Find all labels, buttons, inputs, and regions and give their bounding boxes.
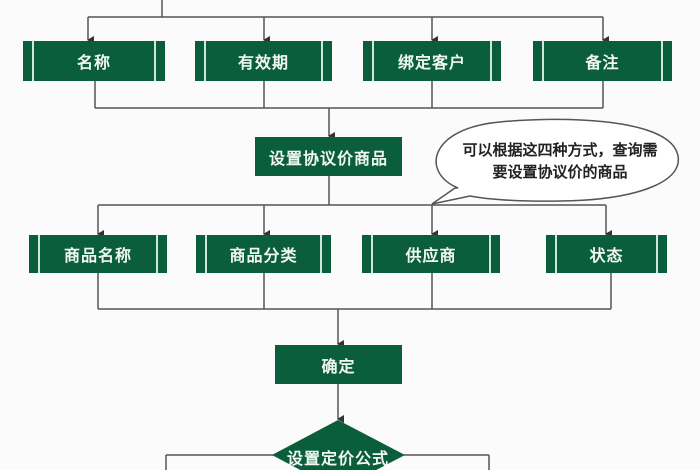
- product-category-box[interactable]: 商品分类: [196, 235, 331, 273]
- product-name-label: 商品名称: [63, 246, 132, 265]
- decision-diamond: [272, 420, 405, 470]
- supplier-label: 供应商: [405, 246, 457, 265]
- callout-bubble: [431, 118, 679, 205]
- callout-text: 可以根据这四种方式，查询需 要设置协议价的商品: [440, 139, 680, 183]
- product-name-box[interactable]: 商品名称: [29, 235, 167, 273]
- validity-period-box[interactable]: 有效期: [195, 41, 332, 81]
- remarks-label: 备注: [585, 53, 620, 72]
- status-label: 状态: [589, 246, 624, 265]
- bound-customer-label: 绑定客户: [397, 53, 466, 72]
- set-agreement-price-products-box[interactable]: 设置协议价商品: [255, 137, 402, 176]
- bound-customer-box[interactable]: 绑定客户: [363, 41, 501, 81]
- set-agreement-price-products-label: 设置协议价商品: [268, 148, 388, 168]
- product-category-label: 商品分类: [229, 246, 298, 265]
- validity-period-label: 有效期: [237, 53, 289, 72]
- status-box[interactable]: 状态: [546, 235, 667, 273]
- field-name-label: 名称: [76, 53, 111, 72]
- supplier-box[interactable]: 供应商: [362, 235, 500, 273]
- confirm-label: 确定: [321, 356, 356, 376]
- pricing-formula-label: 设置定价公式: [286, 449, 389, 468]
- remarks-box[interactable]: 备注: [533, 41, 672, 81]
- callout-line-2: 要设置协议价的商品: [492, 163, 628, 181]
- callout-line-1: 可以根据这四种方式，查询需: [462, 141, 658, 159]
- field-name-box[interactable]: 名称: [23, 41, 165, 81]
- confirm-box[interactable]: 确定: [275, 345, 402, 384]
